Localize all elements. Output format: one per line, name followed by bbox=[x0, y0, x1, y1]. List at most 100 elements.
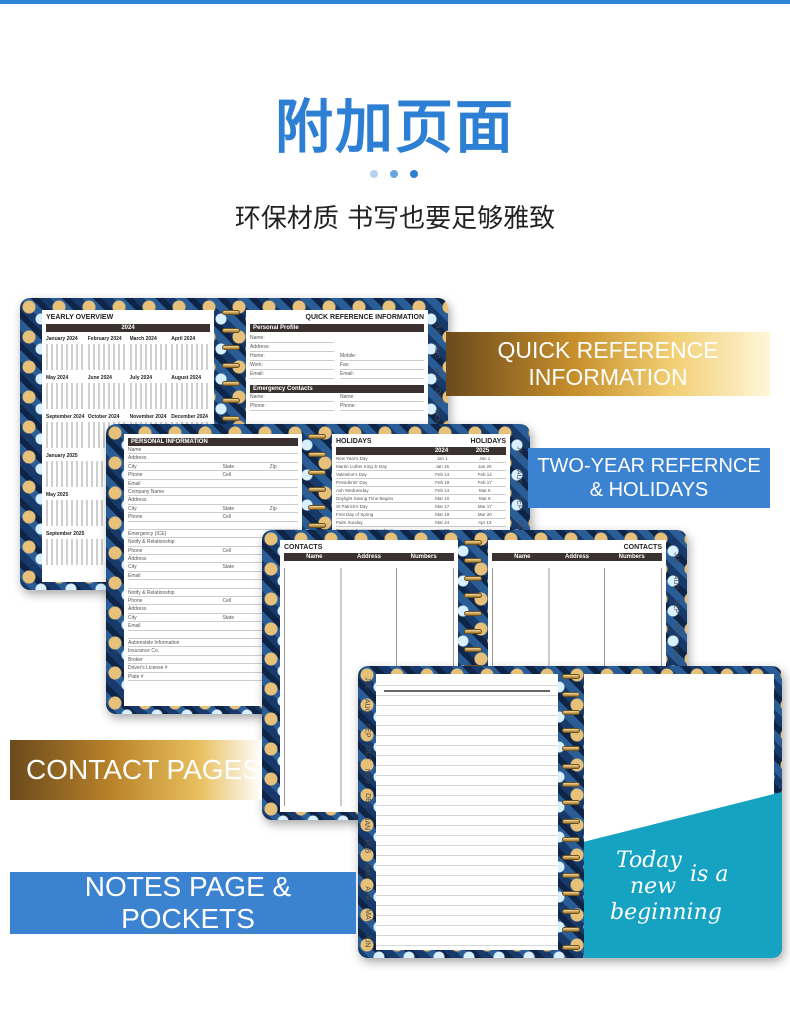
form-field[interactable]: Address: bbox=[250, 343, 334, 352]
form-field[interactable]: Email bbox=[128, 622, 298, 631]
spiral-ring bbox=[562, 746, 580, 752]
form-field[interactable]: Email: bbox=[250, 370, 334, 379]
month-tab[interactable]: JUN bbox=[363, 933, 371, 948]
form-field[interactable]: Name bbox=[128, 446, 298, 455]
calendar-month-label: September 2025 bbox=[46, 531, 85, 537]
calendar-month-label: December 2024 bbox=[171, 414, 208, 420]
month-tab[interactable]: AUG bbox=[433, 343, 441, 359]
form-field[interactable]: Email: bbox=[340, 370, 424, 379]
label-notes-pockets: NOTES PAGE & POCKETS bbox=[10, 871, 356, 934]
form-field[interactable]: Plate # bbox=[128, 673, 298, 681]
month-tab[interactable]: JUL bbox=[515, 446, 523, 459]
month-tab[interactable]: APR bbox=[363, 886, 371, 901]
month-tab[interactable]: NOV bbox=[363, 769, 371, 785]
month-tab[interactable]: SEP bbox=[433, 365, 441, 381]
form-field[interactable]: Fax: bbox=[340, 361, 424, 370]
spiral-ring bbox=[308, 469, 326, 475]
form-field[interactable]: Name: bbox=[340, 393, 424, 402]
holidays-year-bar: 2024 2025 bbox=[336, 447, 506, 455]
spiral-ring bbox=[308, 451, 326, 457]
calendar-days bbox=[171, 383, 210, 409]
spiral-ring bbox=[562, 692, 580, 698]
calendar-days bbox=[87, 383, 127, 409]
form-field[interactable]: Address bbox=[128, 454, 298, 463]
column-name: Name bbox=[306, 554, 323, 560]
month-tab[interactable]: JUL bbox=[363, 677, 371, 690]
month-tab[interactable]: FEB bbox=[363, 840, 371, 854]
spiral-ring bbox=[222, 415, 240, 421]
form-field[interactable]: Insurance Co. bbox=[128, 647, 298, 656]
form-field[interactable]: Automobile Information bbox=[128, 639, 298, 648]
month-tab[interactable]: AUG bbox=[515, 469, 523, 486]
month-tab[interactable]: OCT bbox=[363, 746, 371, 762]
form-field[interactable]: Notify & Relationship bbox=[128, 589, 298, 598]
month-tabs: JUL AUG SEP OCT NOV bbox=[667, 546, 685, 666]
form-field[interactable]: Phone: bbox=[250, 402, 334, 411]
month-tab[interactable]: AUG bbox=[672, 574, 680, 590]
form-field[interactable]: Company Name bbox=[128, 488, 298, 497]
form-field[interactable]: Emergency (ICE) bbox=[128, 530, 298, 539]
month-tab[interactable]: MAY bbox=[363, 909, 371, 925]
month-tab[interactable]: SEP bbox=[515, 495, 523, 510]
form-field[interactable] bbox=[128, 631, 298, 639]
form-field[interactable]: Broker bbox=[128, 656, 298, 665]
month-tab[interactable]: DEC bbox=[363, 792, 371, 808]
form-field[interactable]: Notify & Relationship bbox=[128, 538, 298, 547]
calendar-month: January 2024 bbox=[46, 335, 85, 370]
form-field[interactable] bbox=[128, 522, 298, 530]
form-field[interactable]: Email bbox=[128, 572, 298, 581]
form-field[interactable] bbox=[128, 580, 298, 589]
form-field[interactable]: Name: bbox=[250, 393, 334, 402]
calendar-month-label: February 2024 bbox=[87, 336, 122, 342]
form-field[interactable]: Driver's License # bbox=[128, 664, 298, 673]
dot-mid bbox=[390, 170, 398, 178]
month-tab[interactable]: SEP bbox=[363, 723, 371, 738]
spiral-ring bbox=[464, 593, 482, 599]
month-tab[interactable]: JAN bbox=[363, 817, 371, 831]
calendar-month-label: April 2024 bbox=[171, 336, 196, 342]
form-field[interactable]: Address bbox=[128, 605, 298, 614]
month-tab[interactable]: NOV bbox=[433, 409, 441, 425]
form-field[interactable]: Address bbox=[128, 555, 298, 564]
form-field[interactable]: Work: bbox=[250, 361, 334, 370]
spiral-ring bbox=[562, 782, 580, 788]
spiral-binding bbox=[562, 674, 580, 950]
form-field[interactable]: Email bbox=[128, 480, 298, 488]
calendar-days bbox=[46, 422, 85, 448]
label-contact-pages: CONTACT PAGES bbox=[10, 740, 262, 800]
holidays-heading-right: HOLIDAYS bbox=[470, 438, 506, 445]
spiral-ring bbox=[562, 836, 580, 842]
form-field[interactable]: Mobile: bbox=[340, 352, 424, 361]
notes-page bbox=[376, 674, 558, 950]
month-tab[interactable]: MAR bbox=[363, 862, 371, 879]
form-field[interactable]: Home: bbox=[250, 352, 334, 361]
pocket-text-new: new bbox=[630, 874, 677, 899]
month-tab[interactable]: JUL bbox=[672, 551, 680, 565]
month-tab[interactable]: AUG bbox=[363, 699, 371, 715]
month-tab[interactable]: SEP bbox=[672, 598, 680, 614]
contacts-columns-left: Name Address Numbers bbox=[284, 553, 454, 561]
spiral-ring bbox=[562, 872, 580, 878]
label-notes-pockets-text: NOTES PAGE & POCKETS bbox=[84, 871, 292, 934]
form-field[interactable]: Phone: bbox=[340, 402, 424, 411]
month-tab[interactable]: OCT bbox=[433, 387, 441, 403]
month-tab[interactable]: OCT bbox=[672, 622, 680, 638]
form-field[interactable]: Name: bbox=[250, 334, 334, 343]
month-tab[interactable]: NOV bbox=[672, 646, 680, 662]
month-tab[interactable]: JUL bbox=[433, 322, 441, 336]
form-field[interactable]: Address bbox=[128, 496, 298, 505]
